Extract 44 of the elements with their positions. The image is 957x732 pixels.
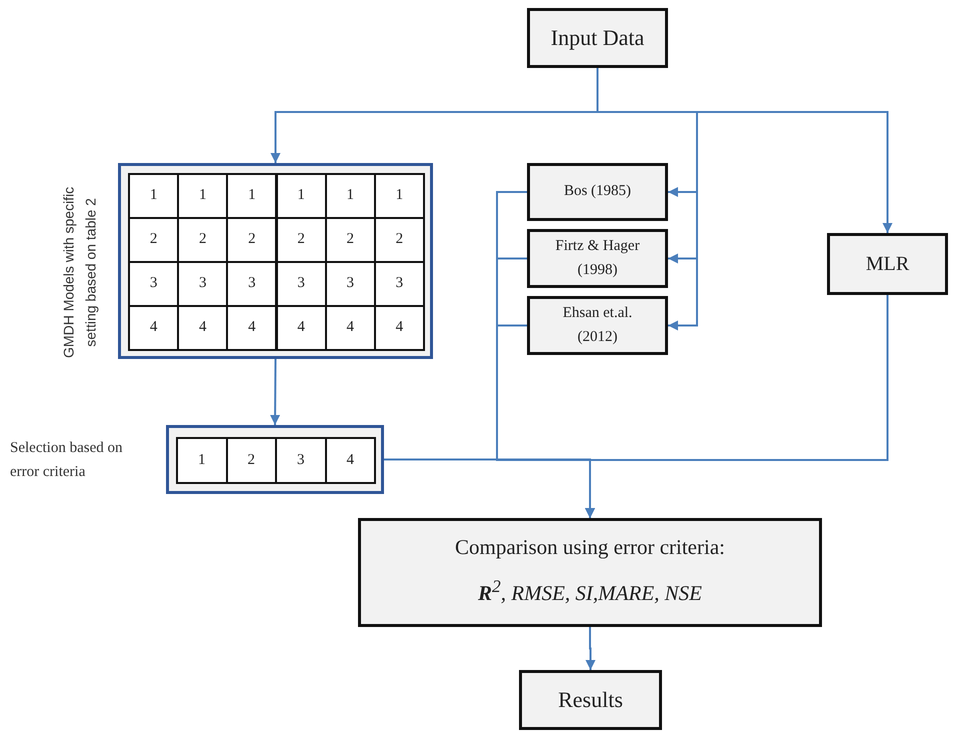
table-cell: 2: [226, 437, 277, 484]
method-box: Ehsan et.al. (2012): [527, 296, 668, 355]
table-cell: 2: [226, 217, 278, 263]
table-cell: 2: [374, 217, 425, 263]
result-box: Results: [519, 670, 662, 730]
table-cell: 4: [276, 305, 327, 351]
table-cell: 4: [128, 305, 180, 351]
table-cell: 1: [276, 173, 327, 219]
table-cell: 1: [128, 173, 180, 219]
formula-text: R$^{2}$, RMSE, SI,MARE, NSE: [478, 576, 702, 606]
group-box: [118, 163, 433, 359]
method-box: Bos (1985): [527, 163, 668, 221]
group-box: [166, 425, 384, 494]
arrow: [586, 627, 596, 670]
table-cell: 4: [226, 305, 278, 351]
table-cell: 3: [324, 261, 376, 307]
process-box: Input Data: [527, 8, 668, 68]
side-label: GMDH Models with specific setting based on table 2: [60, 186, 100, 360]
table-cell: 1: [374, 173, 425, 219]
table-cell: 4: [374, 305, 425, 351]
table-cell: 1: [324, 173, 376, 219]
table-cell: 3: [128, 261, 180, 307]
table-cell: 3: [177, 261, 228, 307]
table-cell: 2: [324, 217, 376, 263]
table-cell: 1: [177, 173, 228, 219]
table-cell: 1: [176, 437, 228, 484]
table-cell: 2: [177, 217, 228, 263]
table-cell: 4: [324, 437, 376, 484]
method-box: Firtz & Hager (1998): [527, 229, 668, 288]
table-cell: 2: [276, 217, 327, 263]
process-box: MLR: [827, 233, 948, 295]
table-cell: 3: [276, 261, 327, 307]
table-cell: 3: [226, 261, 278, 307]
arrow: [270, 359, 280, 425]
table-cell: 3: [275, 437, 326, 484]
table-cell: 3: [374, 261, 425, 307]
side-label: Selection based on error criteria: [10, 439, 124, 482]
table-cell: 2: [128, 217, 180, 263]
process-box: [358, 518, 822, 627]
table-cell: 4: [324, 305, 376, 351]
table-cell: 1: [226, 173, 278, 219]
arrow: [585, 295, 888, 518]
table-cell: 4: [177, 305, 228, 351]
box-heading: Comparison using error criteria:: [454, 535, 725, 560]
